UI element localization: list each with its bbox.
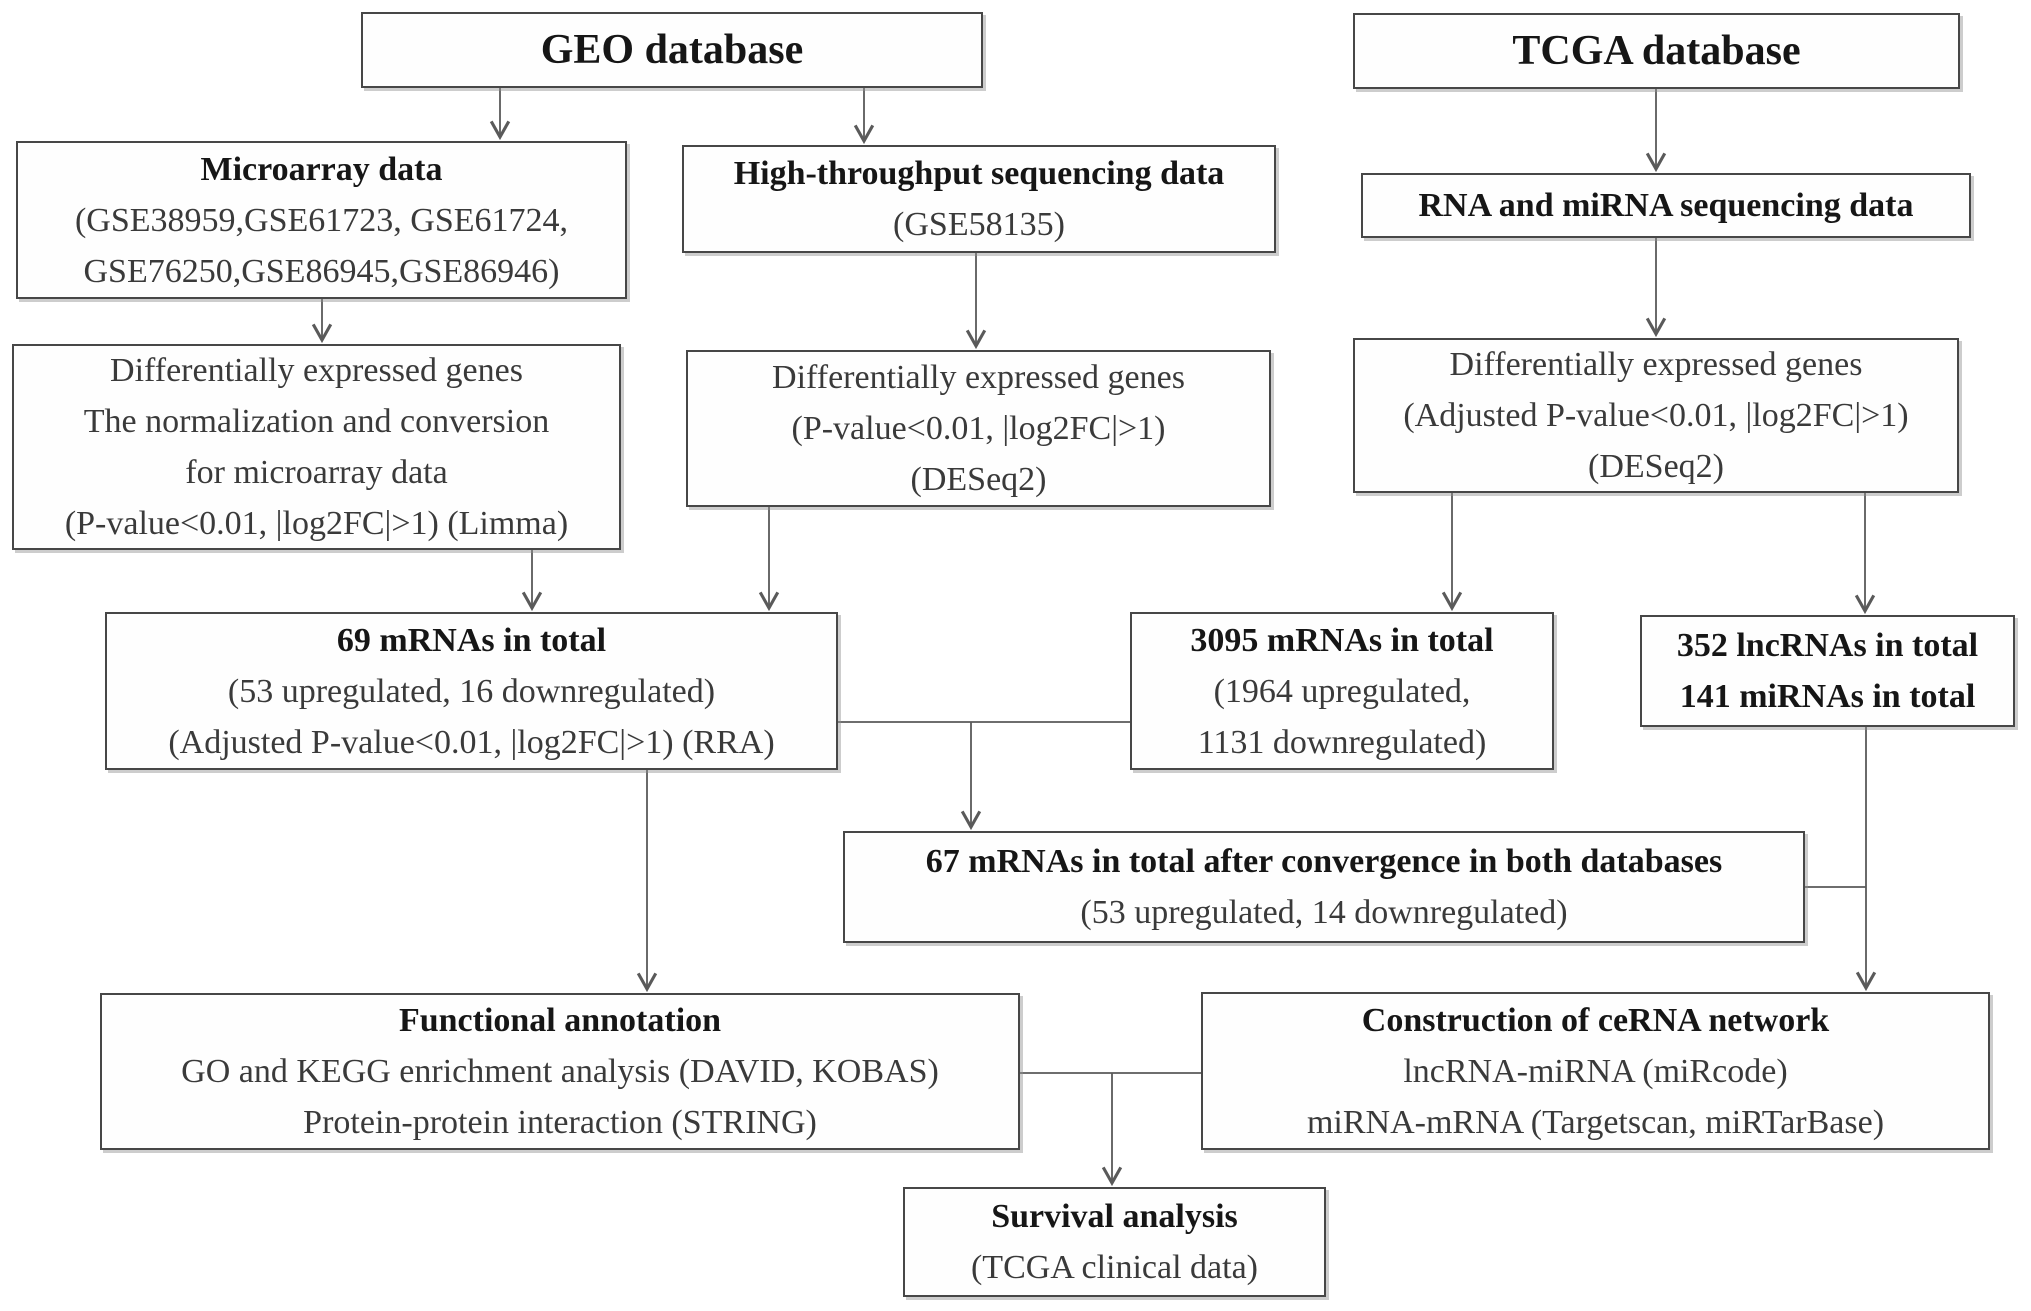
node-line: (TCGA clinical data) (970, 1249, 1258, 1286)
node-title: RNA and miRNA sequencing data (1418, 187, 1914, 224)
node-survival-analysis: Survival analysis (TCGA clinical data) (903, 1187, 1326, 1297)
node-69-mrnas: 69 mRNAs in total (53 upregulated, 16 do… (105, 612, 838, 770)
node-title: 352 lncRNAs in total (1676, 627, 1979, 664)
node-microarray-data: Microarray data (GSE38959,GSE61723, GSE6… (16, 141, 627, 299)
node-line: Differentially expressed genes (110, 352, 523, 389)
node-line: (DESeq2) (1588, 448, 1724, 485)
node-line: GO and KEGG enrichment analysis (DAVID, … (181, 1053, 939, 1090)
node-title: TCGA database (1512, 28, 1801, 74)
node-line: (P-value<0.01, |log2FC|>1) (791, 410, 1166, 447)
node-line: for microarray data (185, 454, 448, 491)
node-3095-mrnas: 3095 mRNAs in total (1964 upregulated, 1… (1130, 612, 1554, 770)
node-line: (1964 upregulated, (1213, 672, 1471, 710)
node-line: 1131 downregulated) (1197, 723, 1487, 761)
node-title: GEO database (540, 27, 804, 73)
node-title: Microarray data (200, 150, 443, 188)
node-line: (P-value<0.01, |log2FC|>1) (Limma) (64, 505, 569, 542)
node-line: Differentially expressed genes (772, 359, 1185, 396)
node-line: (Adjusted P-value<0.01, |log2FC|>1) (RRA… (168, 723, 775, 761)
node-line: Protein-protein interaction (STRING) (303, 1104, 817, 1141)
node-deg-hts: Differentially expressed genes (P-value<… (686, 350, 1271, 507)
node-line: miRNA-mRNA (Targetscan, miRTarBase) (1306, 1103, 1885, 1141)
node-title: Functional annotation (398, 1002, 722, 1039)
node-cerna-network: Construction of ceRNA network lncRNA-miR… (1201, 992, 1990, 1150)
node-deg-microarray: Differentially expressed genes The norma… (12, 344, 621, 550)
node-line: GSE76250,GSE86945,GSE86946) (83, 252, 560, 290)
node-title: 67 mRNAs in total after convergence in b… (925, 843, 1723, 880)
node-title: High-throughput sequencing data (733, 155, 1225, 192)
node-line: (53 upregulated, 16 downregulated) (227, 672, 716, 710)
node-67-mrnas-convergence: 67 mRNAs in total after convergence in b… (843, 831, 1805, 943)
node-high-throughput-sequencing: High-throughput sequencing data (GSE5813… (682, 145, 1276, 253)
node-line: (GSE58135) (893, 206, 1065, 243)
node-line: (DESeq2) (910, 461, 1047, 498)
node-title: 3095 mRNAs in total (1190, 621, 1494, 659)
node-title: Survival analysis (991, 1198, 1238, 1235)
node-deg-tcga: Differentially expressed genes (Adjusted… (1353, 338, 1959, 493)
node-rna-mirna-sequencing: RNA and miRNA sequencing data (1361, 173, 1971, 238)
node-line: The normalization and conversion (83, 403, 550, 440)
node-line: (Adjusted P-value<0.01, |log2FC|>1) (1403, 397, 1909, 434)
node-title: 141 miRNAs in total (1679, 678, 1976, 715)
node-title: 69 mRNAs in total (336, 621, 607, 659)
node-line: lncRNA-miRNA (miRcode) (1403, 1052, 1788, 1090)
node-line: (53 upregulated, 14 downregulated) (1080, 894, 1568, 931)
node-title: Construction of ceRNA network (1361, 1001, 1830, 1039)
node-functional-annotation: Functional annotation GO and KEGG enrich… (100, 993, 1020, 1150)
node-line: (GSE38959,GSE61723, GSE61724, (74, 201, 569, 239)
node-tcga-database: TCGA database (1353, 13, 1960, 89)
node-line: Differentially expressed genes (1449, 346, 1863, 383)
node-geo-database: GEO database (361, 12, 983, 88)
node-lncrna-mirna-totals: 352 lncRNAs in total 141 miRNAs in total (1640, 615, 2015, 727)
